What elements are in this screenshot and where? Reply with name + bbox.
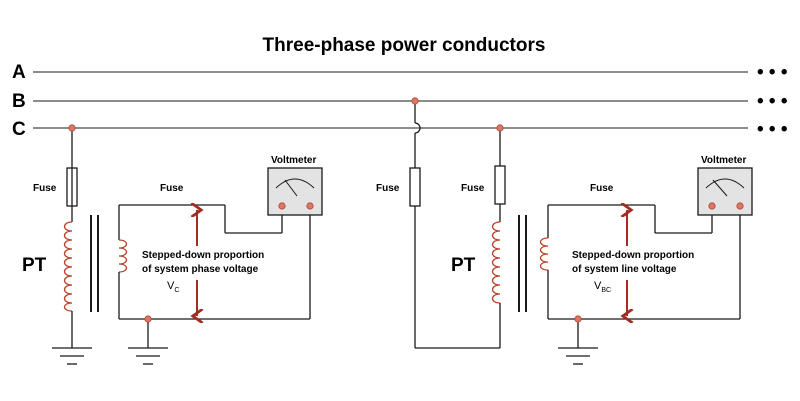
left-voltage-symbol: VC — [167, 280, 179, 294]
left-note-line1: Stepped-down proportion — [142, 250, 264, 261]
conductor-c-continuation: • • • — [757, 119, 788, 140]
right-note-line1: Stepped-down proportion — [572, 250, 694, 261]
right-voltmeter — [697, 167, 753, 216]
left-pt-label: PT — [22, 255, 47, 276]
right-b-fuse — [409, 167, 421, 207]
conductor-b-continuation: • • • — [757, 91, 788, 112]
left-voltmeter-label: Voltmeter — [271, 155, 316, 166]
left-primary-fuse-label: Fuse — [33, 183, 57, 194]
conductor-b-label: B — [12, 91, 26, 112]
conductor-a-continuation: • • • — [757, 62, 788, 83]
conductor-a: A • • • — [12, 62, 788, 83]
conductor-c: C • • • — [12, 119, 788, 140]
right-pt-label: PT — [451, 255, 476, 276]
right-voltage-symbol: VBC — [594, 280, 611, 294]
right-circuit — [409, 101, 753, 365]
conductor-a-label: A — [12, 62, 26, 83]
right-voltmeter-label: Voltmeter — [701, 155, 746, 166]
right-b-fuse-label: Fuse — [376, 183, 400, 194]
right-note-line2: of system line voltage — [572, 264, 677, 275]
right-nodes — [411, 97, 744, 323]
left-nodes — [68, 124, 314, 323]
right-pt-secondary-coil — [539, 237, 549, 271]
conductor-c-label: C — [12, 119, 26, 140]
left-secondary-fuse-label: Fuse — [160, 183, 184, 194]
left-voltmeter — [267, 167, 323, 216]
right-c-fuse-label: Fuse — [461, 183, 485, 194]
left-pt-primary-coil — [63, 221, 73, 312]
right-c-fuse — [494, 165, 506, 205]
left-pt-secondary-coil — [118, 239, 128, 273]
right-secondary-fuse-label: Fuse — [590, 183, 614, 194]
left-note-line2: of system phase voltage — [142, 264, 259, 275]
right-pt-primary-coil — [491, 221, 501, 304]
conductor-b: B • • • — [12, 91, 788, 112]
diagram-title: Three-phase power conductors — [263, 35, 546, 56]
